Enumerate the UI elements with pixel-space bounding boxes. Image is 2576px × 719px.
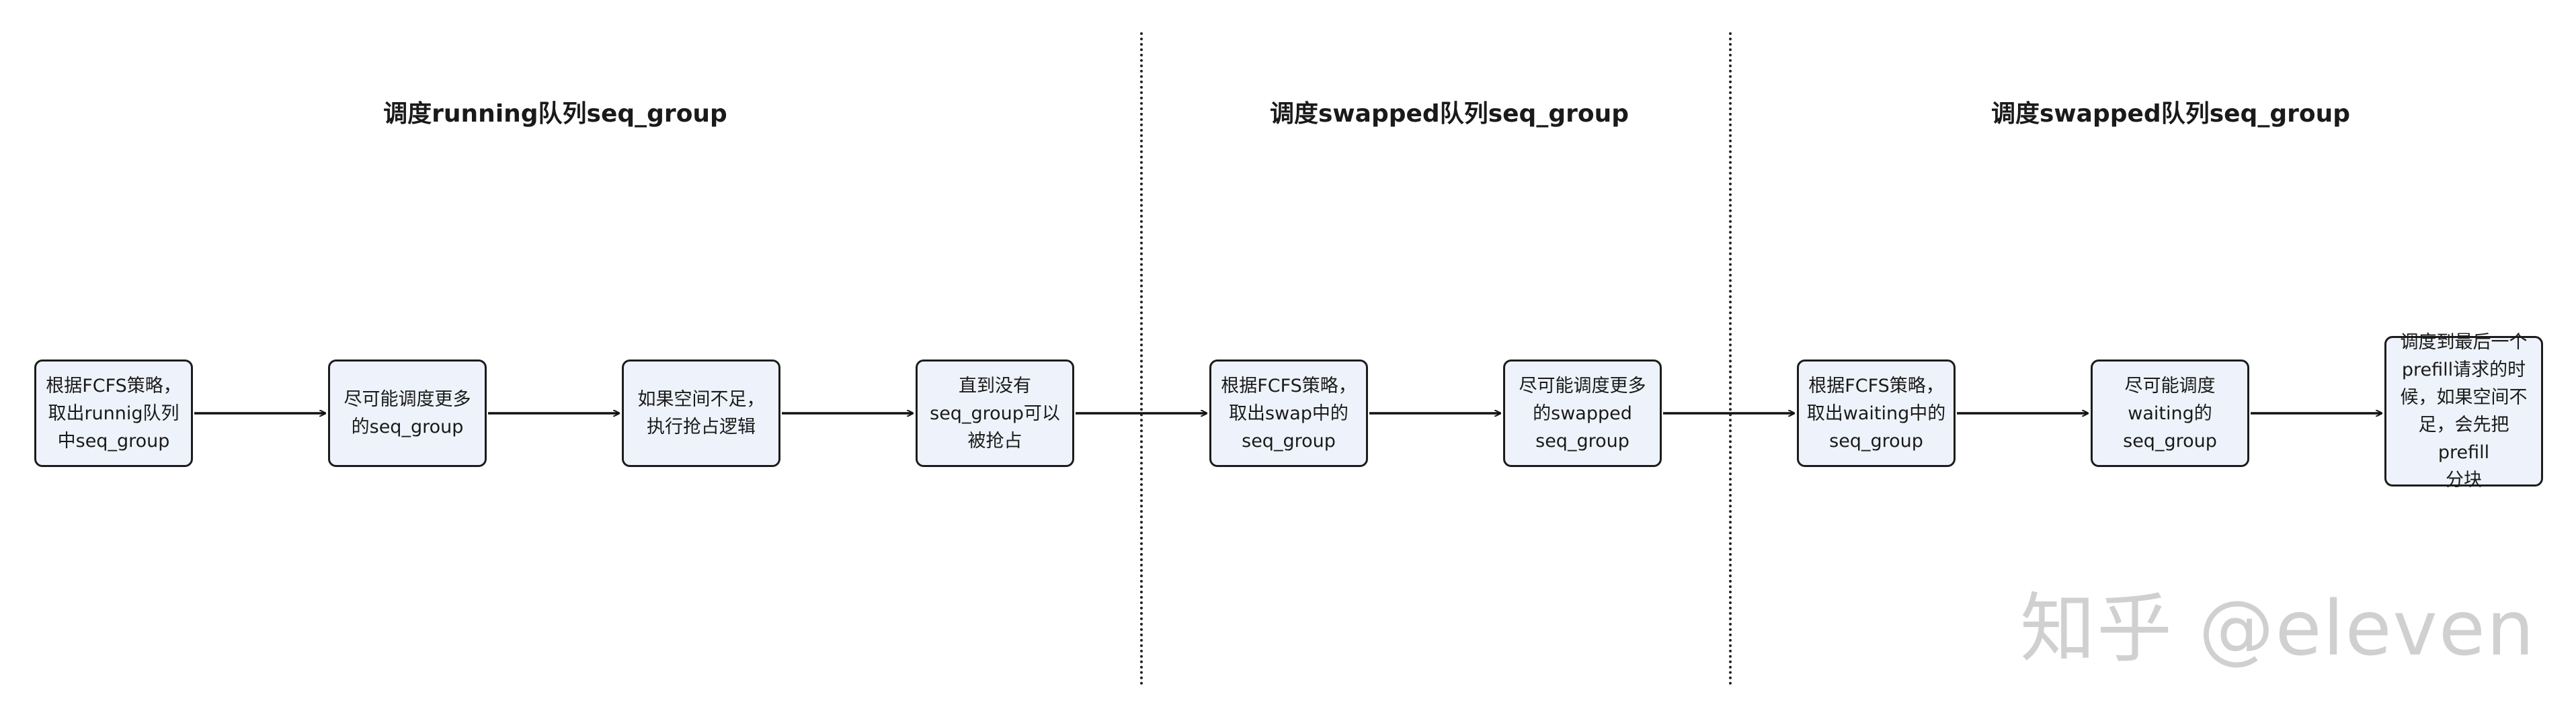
node-fcfs-running: 根据FCFS策略， 取出runnig队列 中seq_group	[34, 360, 193, 467]
watermark: 知乎 @eleven	[2020, 585, 2536, 673]
section-divider-2	[1729, 32, 1732, 685]
node-preempt: 如果空间不足， 执行抢占逻辑	[622, 360, 780, 467]
node-schedule-more: 尽可能调度更多 的seq_group	[328, 360, 487, 467]
node-schedule-waiting: 尽可能调度 waiting的 seq_group	[2091, 360, 2249, 467]
node-prefill-chunk: 调度到最后一个 prefill请求的时 候，如果空间不 足，会先把prefill…	[2384, 332, 2543, 491]
node-until-no-preempt: 直到没有 seq_group可以 被抢占	[916, 360, 1074, 467]
section-title-waiting: 调度swapped队列seq_group	[1991, 100, 2350, 128]
section-title-swapped: 调度swapped队列seq_group	[1270, 100, 1629, 128]
section-title-running: 调度running队列seq_group	[383, 100, 727, 128]
node-fcfs-waiting: 根据FCFS策略， 取出waiting中的 seq_group	[1797, 360, 1956, 467]
node-schedule-swapped: 尽可能调度更多 的swapped seq_group	[1503, 360, 1662, 467]
section-divider-1	[1140, 32, 1143, 685]
node-fcfs-swap: 根据FCFS策略， 取出swap中的 seq_group	[1209, 360, 1368, 467]
